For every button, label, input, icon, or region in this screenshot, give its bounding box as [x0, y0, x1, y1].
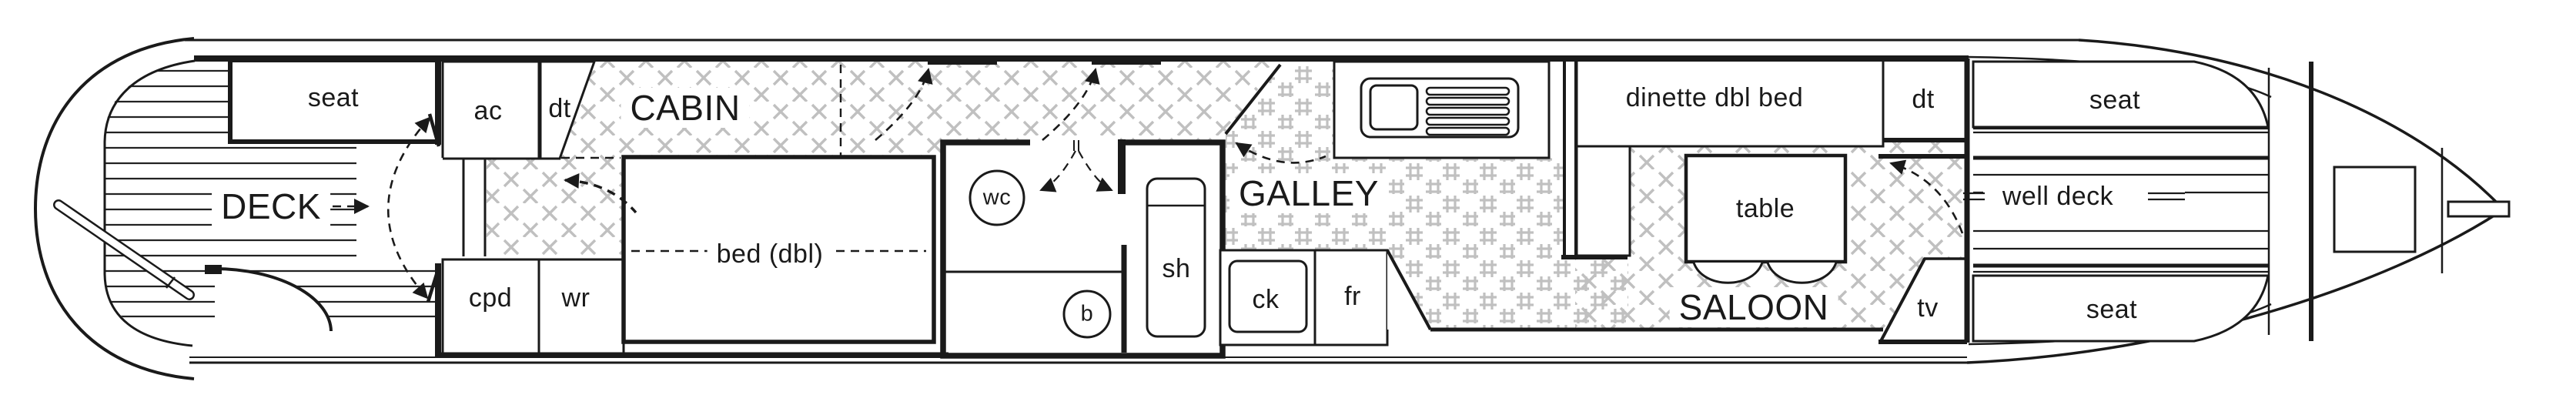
label-fwd-seat-starboard: seat: [2086, 295, 2138, 324]
cooker-icon: [1228, 259, 1308, 333]
label-deck: DECK: [212, 186, 330, 226]
galley-saloon-partition: [1563, 60, 1577, 256]
label-fwd-seat-port: seat: [2089, 85, 2141, 115]
well-deck-area: [1963, 60, 2511, 343]
stern-seat-box: [228, 58, 440, 144]
label-dt-fwd: dt: [1912, 85, 1935, 114]
label-shower: sh: [1162, 254, 1191, 283]
label-stern-seat: seat: [307, 83, 360, 112]
label-dinette: dinette dbl bed: [1625, 83, 1804, 112]
label-wr: wr: [561, 283, 590, 313]
deck-inner-boundary: [103, 59, 196, 347]
label-ac: ac: [473, 96, 503, 126]
galley-door-swing: [1235, 142, 1326, 164]
sink-drainer: [1425, 86, 1510, 136]
cpd-box: [441, 258, 540, 355]
stern-door-swing: [387, 116, 431, 300]
roof-hatch-bar: [1092, 57, 1161, 65]
roof-hatch-swing: [1042, 68, 1100, 141]
cabin-walls: [194, 55, 1970, 358]
label-bed: bed (dbl): [707, 239, 833, 269]
label-cpd: cpd: [468, 283, 513, 313]
label-basin: b: [1080, 301, 1094, 326]
bathroom-door-swing: [1039, 150, 1076, 192]
stern-door-stub: [205, 265, 222, 274]
shower-icon: [1146, 177, 1206, 338]
label-tv: tv: [1917, 293, 1939, 323]
label-dt-aft: dt: [548, 94, 571, 123]
basin-icon: [1062, 289, 1112, 339]
sink-bowl: [1369, 84, 1419, 131]
label-galley: GALLEY: [1229, 173, 1388, 213]
steps-lines: [443, 157, 487, 256]
chair-icon: [1692, 262, 1764, 284]
label-well-deck: well deck: [1992, 181, 2123, 212]
stern-door-leaves: [426, 113, 441, 303]
label-fr: fr: [1344, 282, 1361, 311]
roof-hatch-bar: [928, 57, 997, 65]
saloon-door-swing: [1889, 159, 1964, 234]
hull-outline: [33, 37, 2501, 380]
fridge-box: [1313, 249, 1389, 346]
label-saloon: SALOON: [1669, 287, 1838, 327]
saloon-table: [1684, 153, 1848, 264]
gas-locker: [2333, 166, 2417, 253]
stern-door-leaf-arc-line: [214, 267, 333, 332]
dinette-side-bench: [1575, 145, 1631, 257]
roof-hatch-swing: [875, 68, 933, 141]
tv-diagonal: [1879, 258, 1926, 342]
bow-fender: [2447, 200, 2511, 218]
bathroom-door-post: [1118, 139, 1126, 194]
dt-fwd-box: [1882, 59, 1968, 142]
chair-icon: [1766, 262, 1838, 284]
label-ck: ck: [1252, 285, 1280, 314]
galley-door-leaf: [1224, 63, 1282, 136]
label-cabin: CABIN: [621, 88, 750, 128]
label-table: table: [1735, 194, 1795, 223]
tiller-icon: [53, 199, 195, 300]
bathroom-door-hinge-ticks: [1073, 140, 1079, 151]
wc-icon: [969, 169, 1025, 226]
label-wc: wc: [982, 185, 1012, 210]
galley-bench-diagonal: [1386, 249, 1432, 330]
rooms-and-furniture: [228, 58, 1969, 359]
deck-walkway: [356, 143, 438, 266]
ac-box: [441, 60, 540, 160]
bathroom-door-swing: [1078, 150, 1113, 192]
stern-door-leaf-arc: [215, 269, 331, 331]
